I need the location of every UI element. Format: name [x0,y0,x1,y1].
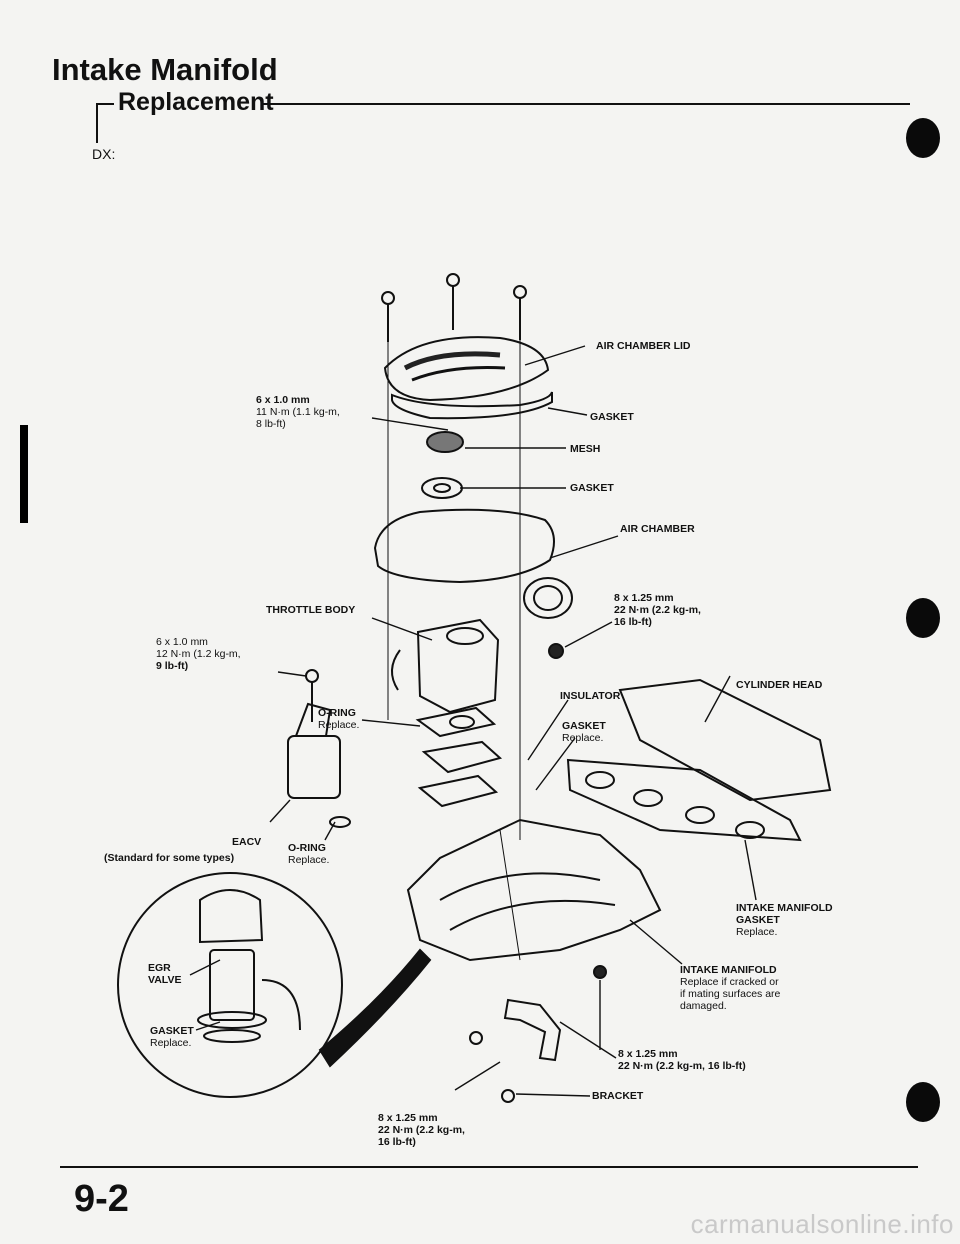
label-oring-1: O-RING Replace. [318,707,360,731]
egr-valve-inset [117,872,343,1098]
bullet-dot [906,118,940,158]
bolt-icon [381,291,395,342]
page-number: 9-2 [74,1178,129,1220]
label-egr-valve: EGR VALVE [148,962,182,986]
label-bracket: BRACKET [592,1090,644,1102]
section-rule [262,103,910,105]
bolt-icon [513,285,527,340]
torque-spec-5: 8 x 1.25 mm 22 N·m (2.2 kg-m, 16 lb-ft) [378,1112,465,1148]
label-air-chamber: AIR CHAMBER [620,523,695,535]
air-chamber-lid [383,336,550,402]
label-gasket-mid: GASKET [570,482,614,494]
section-title: Replacement [118,88,274,116]
intake-manifold [406,818,662,962]
section-rule-left [96,103,114,105]
footer-rule [60,1166,918,1168]
page-title: Intake Manifold [52,52,278,87]
gasket-mid [421,477,463,499]
bullet-dot [906,1082,940,1122]
torque-spec-4: 8 x 1.25 mm 22 N·m (2.2 kg-m, 16 lb-ft) [618,1048,746,1072]
air-chamber [373,508,555,584]
torque-spec-3: 6 x 1.0 mm 12 N·m (1.2 kg-m, 9 lb-ft) [156,636,241,672]
label-insulator: INSULATOR [560,690,621,702]
chapter-tab-mark [20,425,28,523]
bullet-dot [906,598,940,638]
label-gasket-upper: GASKET [590,411,634,423]
bolt-icon [446,273,460,330]
watermark: carmanualsonline.info [690,1209,954,1239]
label-standard-note: (Standard for some types) [104,852,235,864]
label-mesh: MESH [570,443,601,455]
mesh [426,431,464,453]
label-eacv: EACV [232,836,262,848]
variant-label: DX: [92,146,116,162]
torque-spec-2: 8 x 1.25 mm 22 N·m (2.2 kg-m, 16 lb-ft) [614,592,701,628]
eacv [287,669,351,828]
bracket [503,998,562,1062]
label-intake-manifold: INTAKE MANIFOLD Replace if cracked or if… [680,964,781,1012]
section-bracket [96,103,98,143]
label-oring-2: O-RING Replace. [288,842,330,866]
label-egr-gasket: GASKET Replace. [150,1025,194,1049]
label-gasket-replace: GASKET Replace. [562,720,606,744]
gasket-upper [391,391,553,420]
label-throttle-body: THROTTLE BODY [266,604,356,616]
intake-manifold-gasket [566,758,802,842]
label-cylinder-head: CYLINDER HEAD [736,679,823,691]
throttle-body [416,618,500,714]
label-air-chamber-lid: AIR CHAMBER LID [596,340,691,352]
cylinder-head [618,678,832,802]
insulator [421,740,503,774]
torque-spec-1: 6 x 1.0 mm 11 N·m (1.1 kg-m, 8 lb-ft) [256,394,340,430]
label-intake-manifold-gasket: INTAKE MANIFOLD GASKET Replace. [736,902,833,938]
